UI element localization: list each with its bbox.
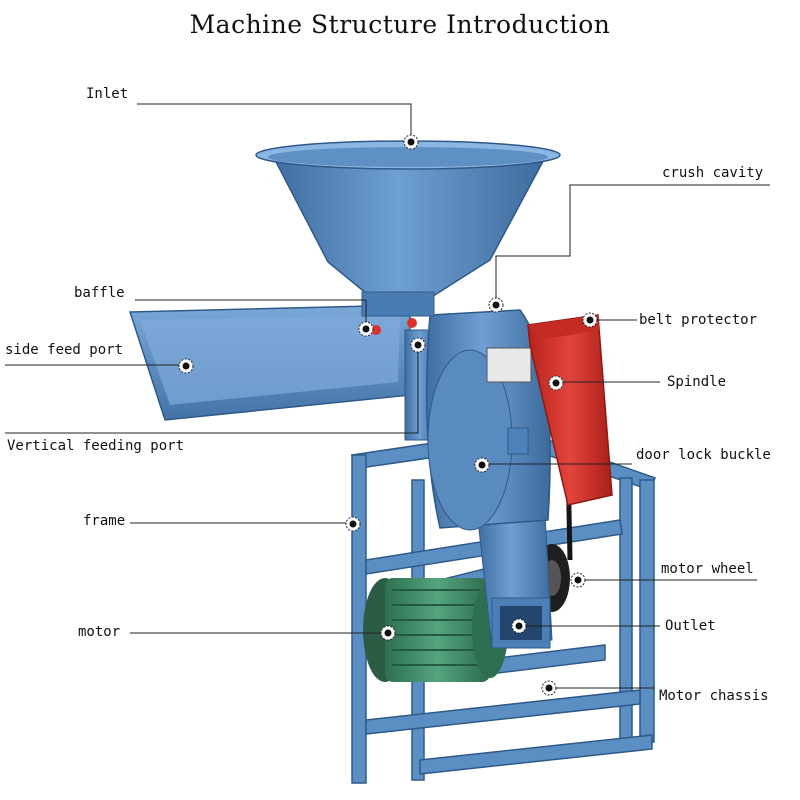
leader-crush-cavity bbox=[495, 184, 770, 300]
marker-motor bbox=[380, 625, 396, 641]
marker-frame bbox=[345, 516, 361, 532]
label-motor-wheel: motor wheel bbox=[661, 561, 754, 577]
marker-spindle bbox=[548, 375, 564, 391]
leader-baffle bbox=[135, 299, 367, 326]
label-side-feed-port: side feed port bbox=[5, 342, 124, 358]
marker-motor-wheel bbox=[570, 572, 586, 588]
marker-baffle bbox=[358, 321, 374, 337]
leader-vertical-feeding-port bbox=[5, 345, 419, 434]
marker-vertical-feeding-port bbox=[410, 337, 426, 353]
baffle-knobs bbox=[371, 318, 417, 335]
crusher-body-shape bbox=[425, 309, 569, 531]
hopper-shape bbox=[255, 140, 561, 317]
side-feed-tray-shape bbox=[128, 304, 438, 441]
marker-crush-cavity bbox=[488, 297, 504, 313]
label-motor-chassis: Motor chassis bbox=[659, 688, 769, 704]
marker-inlet bbox=[403, 134, 419, 150]
marker-side-feed-port bbox=[178, 358, 194, 374]
label-outlet: Outlet bbox=[665, 618, 716, 634]
leader-inlet bbox=[137, 103, 412, 141]
marker-belt-protector bbox=[582, 312, 598, 328]
marker-motor-chassis bbox=[541, 680, 557, 696]
marker-dots bbox=[178, 134, 598, 696]
label-inlet: Inlet bbox=[86, 86, 129, 102]
label-spindle: Spindle bbox=[667, 374, 727, 390]
label-door-lock-buckle: door lock buckle bbox=[636, 447, 771, 463]
leader-lines bbox=[5, 103, 770, 689]
marker-outlet bbox=[511, 618, 527, 634]
outlet-shape bbox=[477, 514, 553, 649]
label-baffle: baffle bbox=[74, 285, 125, 301]
label-belt-protector: belt protector bbox=[639, 312, 758, 328]
label-vertical-feeding-port: Vertical feeding port bbox=[7, 438, 185, 454]
label-motor: motor bbox=[78, 624, 121, 640]
label-crush-cavity: crush cavity bbox=[662, 165, 764, 181]
diagram-title: Machine Structure Introduction bbox=[189, 10, 611, 39]
label-frame: frame bbox=[83, 513, 126, 529]
marker-door-lock-buckle bbox=[474, 457, 490, 473]
